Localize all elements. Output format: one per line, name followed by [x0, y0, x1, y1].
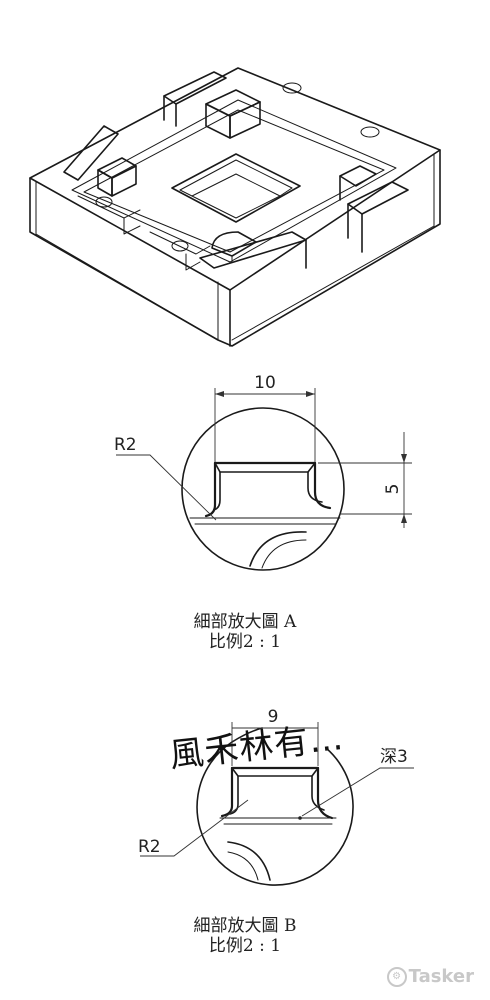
detail-a-radius-label: R2 — [114, 435, 137, 455]
hole-back-1 — [282, 82, 302, 94]
detail-a-caption: 細部放大圖 A 比例2 : 1 — [0, 612, 490, 652]
hole-front — [171, 240, 189, 252]
corner-block-back — [205, 89, 261, 139]
detail-a-view: 10 5 R2 — [114, 373, 412, 571]
tasker-watermark: ⚙ Tasker — [386, 966, 474, 987]
hole-back-2 — [360, 126, 380, 138]
detail-a-caption-scale: 比例2 : 1 — [208, 632, 282, 652]
detail-a-height-dim: 5 — [383, 484, 403, 495]
hole-left — [95, 196, 113, 208]
watermark-text: Tasker — [408, 966, 474, 987]
detail-b-depth-label: 深3 — [380, 747, 408, 767]
detail-a-caption-title: 細部放大圖 A — [193, 612, 297, 632]
detail-a-width-dim: 10 — [254, 373, 276, 393]
detail-b-view: 9 R2 深3 — [138, 707, 414, 886]
isometric-part-view — [29, 67, 441, 347]
detail-b-radius-label: R2 — [138, 837, 161, 857]
corner-block-left — [97, 157, 137, 197]
tasker-logo-icon: ⚙ — [386, 966, 407, 987]
corner-block-front — [211, 231, 257, 263]
detail-b-width-dim: 9 — [268, 707, 279, 727]
detail-a-circle — [181, 407, 345, 571]
detail-b-caption-title: 細部放大圖 B — [193, 916, 297, 936]
detail-b-caption: 細部放大圖 B 比例2 : 1 — [0, 916, 490, 956]
detail-b-caption-scale: 比例2 : 1 — [208, 936, 282, 956]
detail-b-circle — [196, 741, 354, 886]
